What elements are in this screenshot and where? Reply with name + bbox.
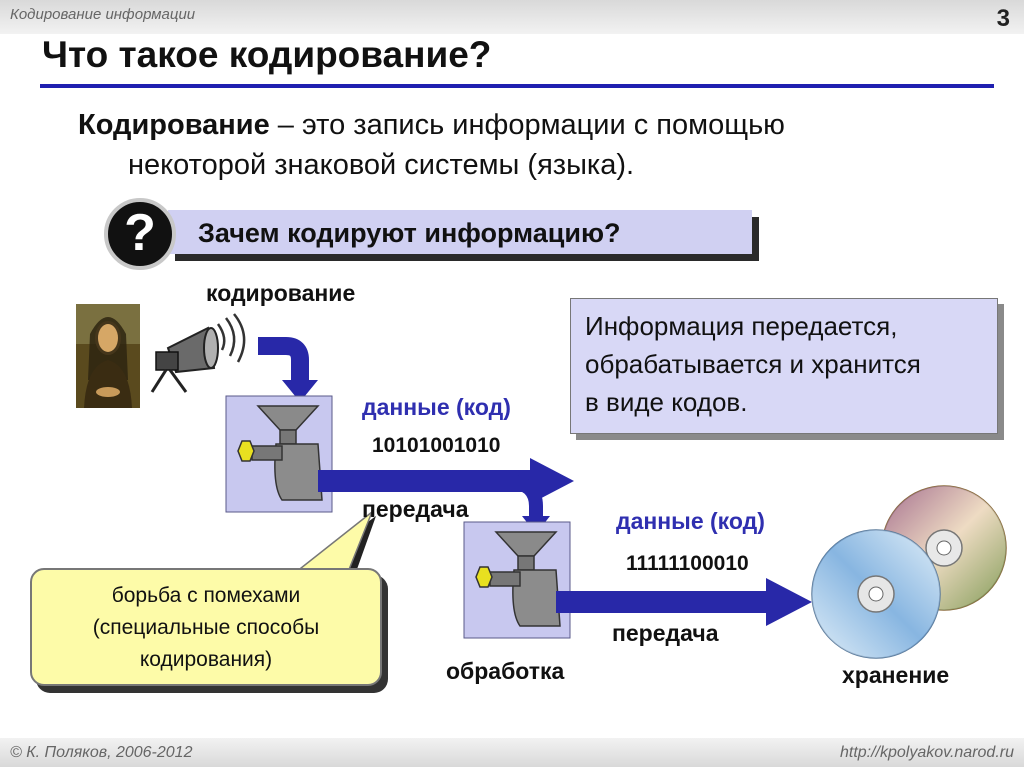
header-bar bbox=[0, 0, 1024, 34]
definition-term: Кодирование bbox=[78, 109, 270, 141]
info-box: Информация передается, обрабатывается и … bbox=[570, 298, 998, 434]
code-value-2: 11111100010 bbox=[626, 552, 749, 575]
processor-machine-icon bbox=[463, 521, 571, 639]
info-line-3: в виде кодов. bbox=[585, 387, 748, 417]
definition-text: – это запись информации с помощью bbox=[269, 109, 785, 141]
disc-icon bbox=[811, 485, 1007, 659]
info-line-2: обрабатывается и хранится bbox=[585, 349, 921, 379]
footer-author: © К. Поляков, 2006-2012 bbox=[10, 744, 193, 761]
definition-line-1: Кодирование – это запись информации с по… bbox=[78, 106, 785, 145]
question-icon: ? bbox=[104, 198, 176, 270]
slide-title: Что такое кодирование? bbox=[42, 34, 492, 75]
question-text: Зачем кодируют информацию? bbox=[198, 218, 621, 248]
note-line-2: (специальные способы bbox=[92, 616, 320, 639]
topic-label: Кодирование информации bbox=[10, 6, 196, 23]
storage-label: хранение bbox=[842, 662, 950, 688]
processing-label: обработка bbox=[446, 658, 565, 684]
definition-line-2: некоторой знаковой системы (языка). bbox=[128, 149, 635, 181]
data-label-1: данные (код) bbox=[362, 394, 511, 420]
note-line-1: борьба с помехами bbox=[111, 584, 301, 607]
footer-bar bbox=[0, 738, 1024, 767]
page-number: 3 bbox=[996, 5, 1010, 32]
transfer-label-1: передача bbox=[362, 496, 469, 522]
data-label-2: данные (код) bbox=[616, 508, 765, 534]
loudspeaker-icon bbox=[150, 313, 246, 393]
code-value-1: 10101001010 bbox=[372, 434, 501, 457]
mona-lisa-picture bbox=[76, 304, 140, 408]
transfer-label-2: передача bbox=[612, 620, 719, 646]
info-line-1: Информация передается, bbox=[585, 311, 898, 341]
encoding-label: кодирование bbox=[206, 280, 356, 306]
title-underline bbox=[40, 84, 994, 88]
note-callout: борьба с помехами (специальные способы к… bbox=[30, 568, 382, 686]
encoder-machine-icon bbox=[225, 395, 333, 513]
question-box: Зачем кодируют информацию? bbox=[168, 210, 752, 254]
footer-site-link[interactable]: http://kpolyakov.narod.ru bbox=[839, 744, 1014, 761]
note-line-3: кодирования) bbox=[139, 648, 273, 671]
